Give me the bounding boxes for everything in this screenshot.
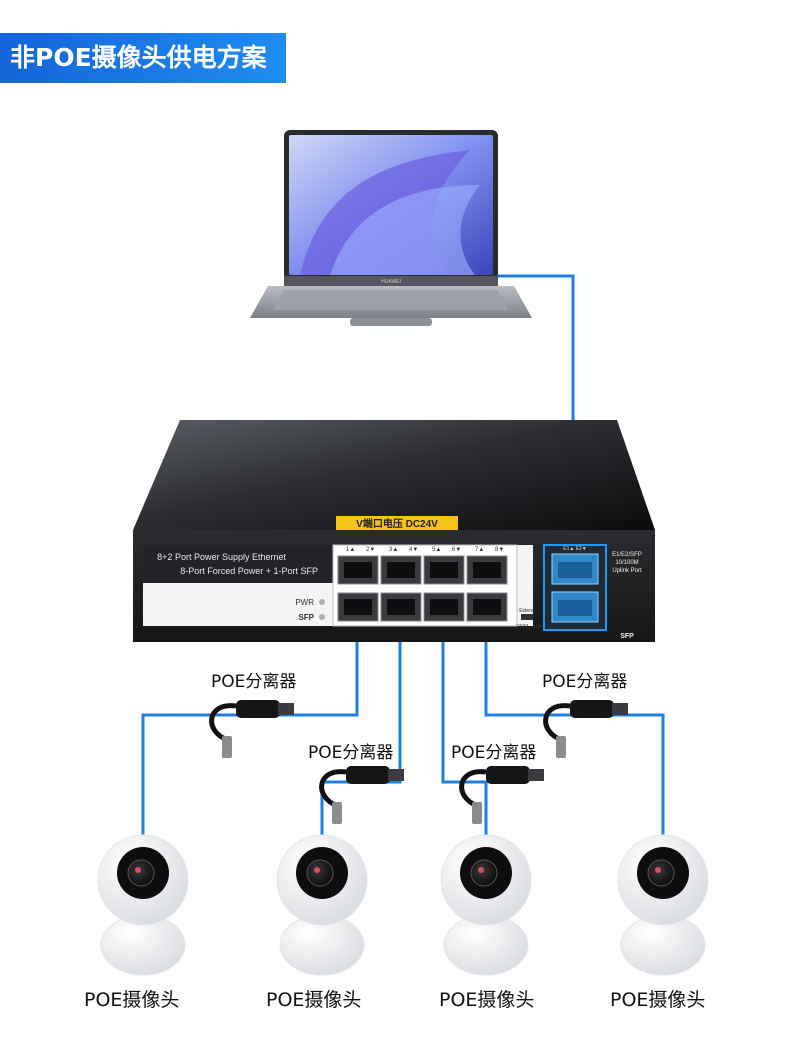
port-number: 8▼ xyxy=(495,547,504,553)
port-number: 6▼ xyxy=(452,547,461,553)
sfp-label: SFP xyxy=(620,633,634,640)
led-pwr xyxy=(319,599,325,605)
rj45-socket xyxy=(430,599,458,615)
cameras xyxy=(98,835,708,975)
splitter-body xyxy=(486,766,530,784)
splitter-label-4: POE分离器 xyxy=(542,667,627,692)
splitter-rj45 xyxy=(278,703,294,715)
port-number: 2▼ xyxy=(366,547,375,553)
switch-top xyxy=(133,420,655,530)
cable-port-1 xyxy=(143,622,357,845)
laptop-brand: HUAWEI xyxy=(381,279,401,285)
rj45-socket xyxy=(430,562,458,578)
splitter-rj45 xyxy=(528,769,544,781)
rj45-socket xyxy=(344,599,372,615)
uplink-label-2: 10/100M xyxy=(615,560,638,566)
uplink-label-3: Uplink Port xyxy=(612,568,642,574)
camera-label-4: POE摄像头 xyxy=(610,985,705,1012)
rj45-socket xyxy=(387,599,415,615)
camera-label-1: POE摄像头 xyxy=(84,985,179,1012)
laptop-keyboard xyxy=(274,290,508,310)
camera-lens xyxy=(648,860,674,886)
ip-camera xyxy=(98,835,188,975)
ip-camera xyxy=(618,835,708,975)
poe-splitters xyxy=(212,700,628,824)
dc-cable xyxy=(462,772,486,806)
rj45-socket xyxy=(387,562,415,578)
poe-splitter xyxy=(546,700,628,758)
laptop: HUAWEI xyxy=(250,130,532,326)
dc-plug xyxy=(472,802,482,824)
splitter-body xyxy=(570,700,614,718)
rj45-socket xyxy=(344,562,372,578)
splitter-label-1: POE分离器 xyxy=(211,667,296,692)
port-number: 3▲ xyxy=(389,547,398,553)
camera-lens xyxy=(128,860,154,886)
poe-splitter xyxy=(462,766,544,824)
camera-lens-glint xyxy=(135,867,141,873)
uplink-socket xyxy=(558,562,592,578)
extend-label: Extend xyxy=(519,608,535,614)
camera-lens-glint xyxy=(655,867,661,873)
switch-desc-2: 8-Port Forced Power + 1-Port SFP xyxy=(180,566,318,576)
poe-splitter xyxy=(322,766,404,824)
switch-desc-area xyxy=(143,545,333,583)
voltage-label: V端口电压 DC24V xyxy=(356,517,438,530)
cable-port-4 xyxy=(486,622,663,845)
splitter-label-3: POE分离器 xyxy=(451,738,536,763)
rj45-socket xyxy=(473,562,501,578)
camera-label-2: POE摄像头 xyxy=(266,985,361,1012)
ip-camera xyxy=(441,835,531,975)
camera-lens xyxy=(471,860,497,886)
switch-desc-1: 8+2 Port Power Supply Ethernet xyxy=(157,552,286,562)
laptop-hinge xyxy=(350,318,432,326)
uplink-port-numbers: E1▲ E2▼ xyxy=(563,546,587,552)
mode-100m: 100M xyxy=(516,624,529,630)
extend-switch xyxy=(521,614,533,620)
led-sfp-label: SFP xyxy=(298,613,314,622)
led-pwr-label: PWR xyxy=(295,598,314,607)
camera-label-3: POE摄像头 xyxy=(439,985,534,1012)
dc-plug xyxy=(332,802,342,824)
port-number: 1▲ xyxy=(346,547,355,553)
splitter-body xyxy=(346,766,390,784)
camera-lens-glint xyxy=(314,867,320,873)
port-number: 4▼ xyxy=(409,547,418,553)
port-number: 7▲ xyxy=(475,547,484,553)
ip-camera xyxy=(277,835,367,975)
camera-lens xyxy=(307,860,333,886)
mode-10m: 10M xyxy=(533,624,543,630)
led-sfp xyxy=(319,614,325,620)
splitter-label-2: POE分离器 xyxy=(308,738,393,763)
splitter-rj45 xyxy=(612,703,628,715)
port-number: 5▲ xyxy=(432,547,441,553)
dc-cable xyxy=(546,706,570,740)
dc-plug xyxy=(556,736,566,758)
uplink-label-1: E1/E2/SFP xyxy=(612,552,642,558)
dc-cable xyxy=(322,772,346,806)
poe-switch: V端口电压 DC24V 8+2 Port Power Supply Ethern… xyxy=(133,420,655,642)
dc-cable xyxy=(212,706,236,740)
poe-splitter xyxy=(212,700,294,758)
dc-plug xyxy=(222,736,232,758)
uplink-socket xyxy=(558,600,592,616)
splitter-body xyxy=(236,700,280,718)
splitter-rj45 xyxy=(388,769,404,781)
camera-lens-glint xyxy=(478,867,484,873)
rj45-socket xyxy=(473,599,501,615)
